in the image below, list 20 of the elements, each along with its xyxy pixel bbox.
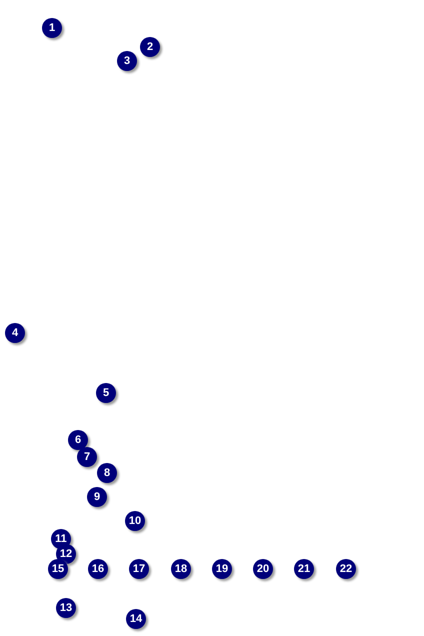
callout-number: 10 <box>125 511 145 531</box>
callout-number: 4 <box>5 323 25 343</box>
callout-number: 22 <box>336 559 356 579</box>
callout-number: 8 <box>97 463 117 483</box>
callout-number: 2 <box>140 37 160 57</box>
callout-number: 21 <box>294 559 314 579</box>
callout-number: 6 <box>68 430 88 450</box>
callout-number: 15 <box>48 559 68 579</box>
callout-number: 1 <box>42 18 62 38</box>
callout-number: 18 <box>171 559 191 579</box>
callout-number: 19 <box>212 559 232 579</box>
callout-number: 13 <box>56 598 76 618</box>
callout-number: 7 <box>77 447 97 467</box>
callout-number: 9 <box>87 487 107 507</box>
callout-number: 14 <box>126 609 146 629</box>
callout-number: 17 <box>129 559 149 579</box>
callout-number: 3 <box>117 51 137 71</box>
callout-number: 5 <box>96 383 116 403</box>
callout-number: 16 <box>88 559 108 579</box>
callout-number: 20 <box>253 559 273 579</box>
